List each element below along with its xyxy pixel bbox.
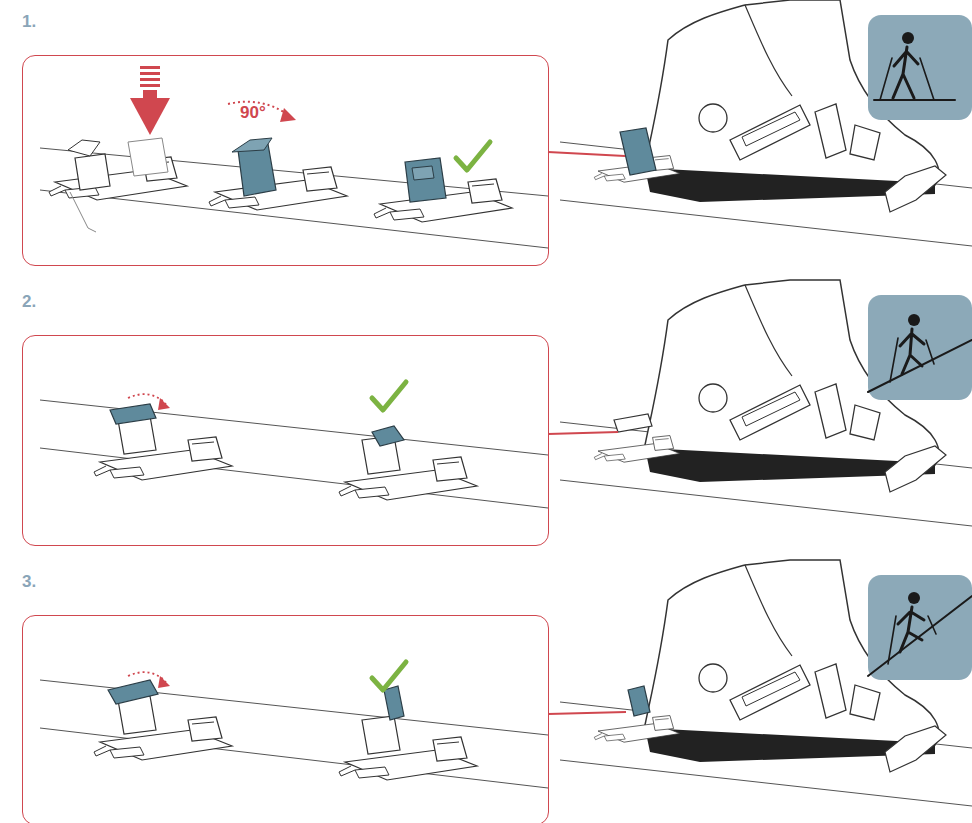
step-number: 3. [22,572,36,592]
panel-frame [22,615,549,823]
panel-frame [22,55,549,266]
step-number: 2. [22,292,36,312]
rotation-angle: 90° [240,103,266,123]
instruction-panel: 3. [22,572,549,823]
panel-frame [22,335,549,546]
instruction-panel: 2. [22,292,549,546]
step-number: 1. [22,12,36,32]
instruction-panel: 1. 90° [22,12,549,266]
